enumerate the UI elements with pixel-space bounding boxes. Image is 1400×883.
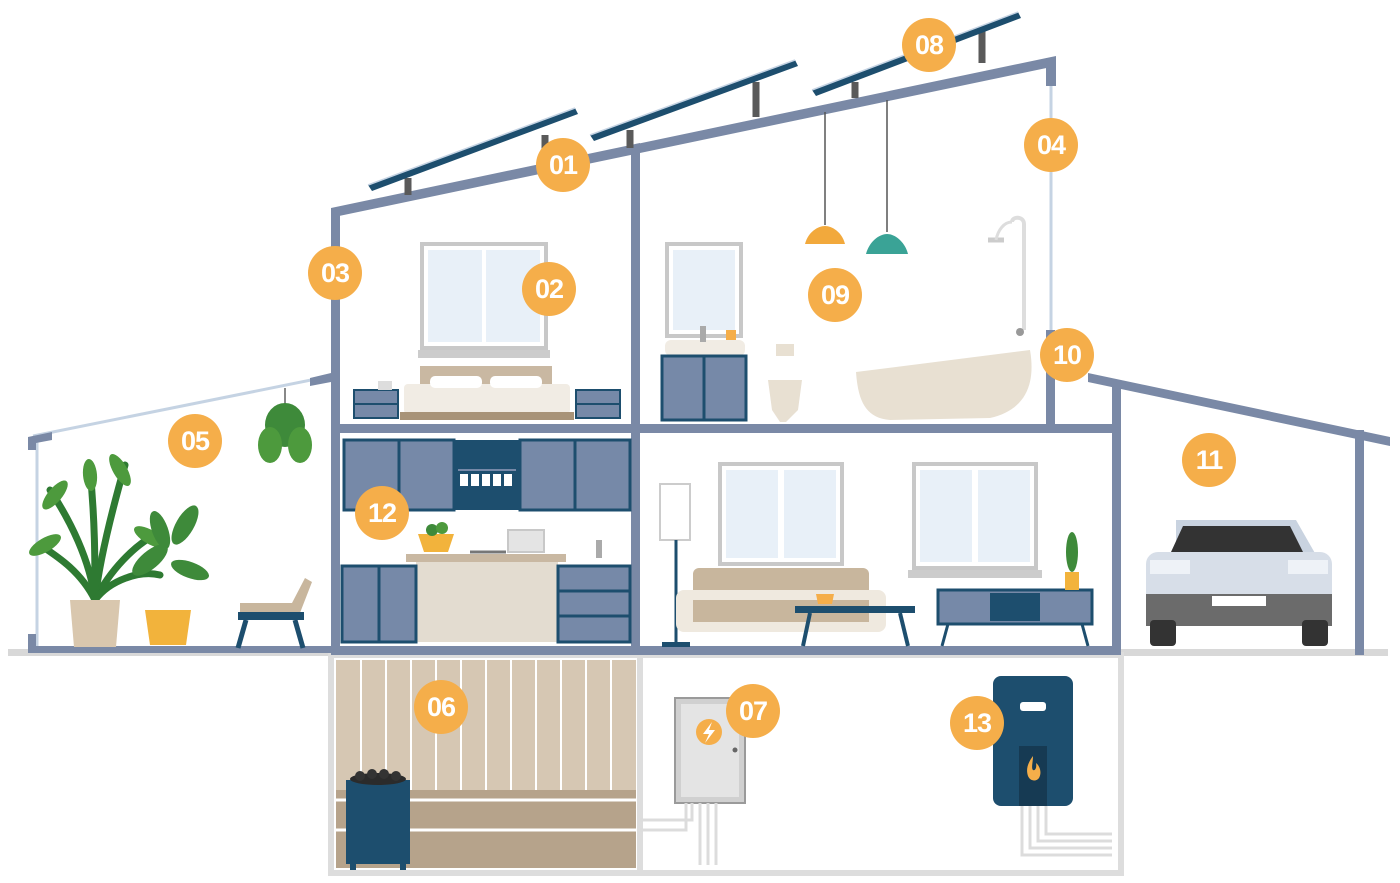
upper-cabinets: [342, 438, 632, 512]
kitchen-island: [406, 522, 602, 642]
coffee-table: [795, 594, 915, 647]
sunroom: [28, 373, 333, 653]
hanging-plant: [258, 388, 312, 463]
electrical-panel: [640, 697, 746, 865]
bathroom: [660, 100, 1032, 422]
bed: [400, 366, 574, 420]
garage: [1146, 520, 1332, 646]
marker-07[interactable]: 07: [726, 684, 780, 738]
sauna-room: [336, 660, 636, 870]
marker-13[interactable]: 13: [950, 696, 1004, 750]
marker-01[interactable]: 01: [536, 138, 590, 192]
sauna-heater: [346, 769, 410, 870]
bedroom-window: [418, 242, 550, 358]
potted-plant: [132, 505, 209, 645]
basement: [328, 652, 1124, 876]
kitchen: [340, 438, 632, 644]
marker-04[interactable]: 04: [1024, 118, 1078, 172]
car: [1146, 520, 1332, 646]
marker-08[interactable]: 08: [902, 18, 956, 72]
lounge-chair: [235, 578, 312, 649]
living-room: [659, 462, 1094, 647]
pendant-lamps: [805, 100, 908, 254]
marker-09[interactable]: 09: [808, 268, 862, 322]
bathroom-mirror: [665, 242, 743, 338]
marker-12[interactable]: 12: [355, 486, 409, 540]
sofa: [676, 568, 886, 632]
lightning-icon: [703, 722, 715, 743]
marker-03[interactable]: 03: [308, 246, 362, 300]
bedroom: [353, 242, 621, 420]
nightstand-right: [575, 389, 621, 419]
marker-02[interactable]: 02: [522, 262, 576, 316]
bathtub: [856, 215, 1032, 420]
lower-cabinets: [340, 564, 632, 644]
floor-lamp: [659, 483, 691, 647]
vanity: [660, 326, 748, 422]
palm-plant: [29, 454, 166, 647]
nightstand-left: [353, 381, 399, 419]
marker-10[interactable]: 10: [1040, 328, 1094, 382]
toilet: [768, 344, 802, 422]
tv-stand: [936, 532, 1094, 647]
living-window-right: [908, 462, 1042, 578]
marker-05[interactable]: 05: [168, 414, 222, 468]
boiler: [993, 676, 1112, 857]
marker-06[interactable]: 06: [414, 680, 468, 734]
living-window-left: [718, 462, 844, 566]
flame-icon: [1027, 756, 1041, 781]
marker-11[interactable]: 11: [1182, 433, 1236, 487]
